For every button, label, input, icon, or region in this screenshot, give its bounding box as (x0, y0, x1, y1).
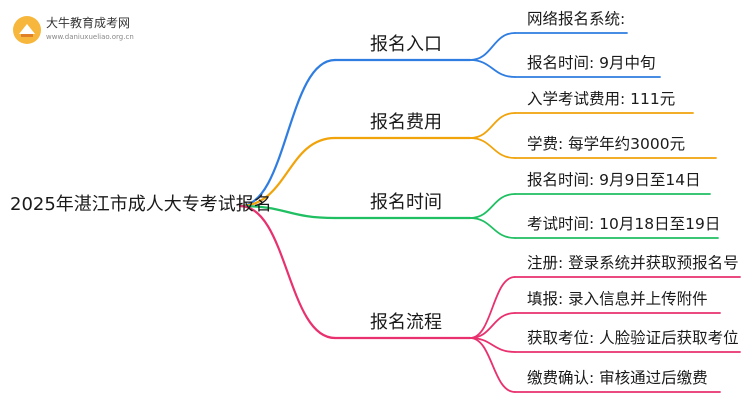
logo-url: www.daniuxueliao.org.cn (46, 33, 134, 41)
branch-registration-time: 报名时间 (370, 192, 442, 213)
connector-root-branch-0 (238, 58, 337, 208)
connector-root-branch-2 (238, 204, 337, 220)
connector-branch-3-leaf-1 (469, 312, 516, 339)
leaf-registration-period: 报名时间: 9月中旬 (527, 53, 656, 72)
leaf-tuition: 学费: 每学年约3000元 (527, 134, 686, 153)
connector-root-branch-3 (238, 204, 337, 340)
leaf-register-step: 注册: 登录系统并获取预报名号 (527, 253, 739, 272)
connector-branch-1-leaf-1 (469, 137, 516, 159)
connector-branch-2-leaf-0 (469, 193, 516, 219)
site-logo: 大牛教育成考网 www.daniuxueliao.org.cn (8, 12, 143, 48)
leaf-registration-dates: 报名时间: 9月9日至14日 (527, 170, 701, 189)
connector-root-branch-1 (238, 136, 337, 208)
connector-branch-1-leaf-0 (469, 112, 516, 139)
leaf-exam-dates: 考试时间: 10月18日至19日 (527, 214, 721, 233)
leaf-payment-step: 缴费确认: 审核通过后缴费 (527, 368, 708, 387)
leaf-fill-in-step: 填报: 录入信息并上传附件 (527, 289, 708, 308)
branch-registration-process: 报名流程 (370, 312, 442, 333)
connector-branch-3-leaf-3 (469, 337, 516, 393)
logo-emblem-icon (13, 16, 41, 44)
branch-registration-portal: 报名入口 (370, 34, 442, 55)
connector-branch-2-leaf-1 (469, 217, 516, 239)
connector-branch-3-leaf-0 (469, 276, 516, 339)
root-topic: 2025年湛江市成人大专考试报名 (10, 194, 272, 215)
logo-title: 大牛教育成考网 (46, 16, 131, 30)
connector-branch-0-leaf-0 (469, 32, 516, 61)
leaf-exam-fee: 入学考试费用: 111元 (527, 89, 676, 108)
leaf-online-system: 网络报名系统: (527, 9, 626, 28)
leaf-seat-step: 获取考位: 人脸验证后获取考位 (527, 328, 739, 347)
branch-registration-fees: 报名费用 (370, 112, 442, 133)
connector-branch-0-leaf-1 (469, 59, 516, 78)
